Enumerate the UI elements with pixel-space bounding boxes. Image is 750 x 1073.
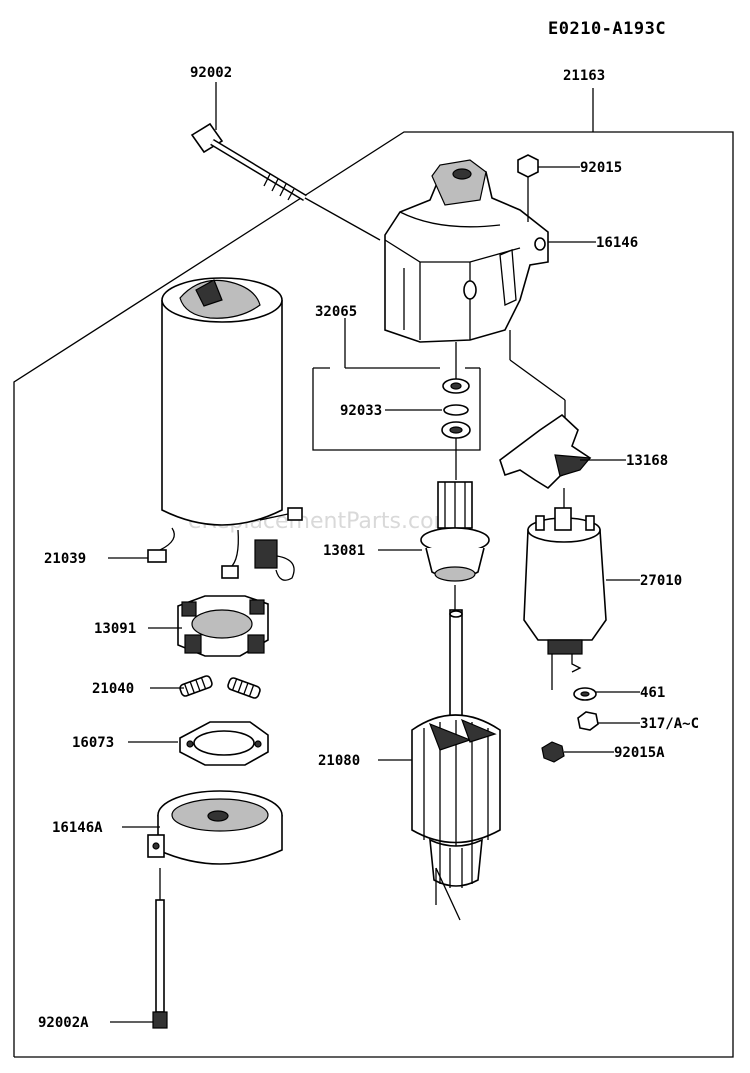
housing-16146-drawing xyxy=(384,159,549,343)
label-16146A: 16146A xyxy=(52,820,103,836)
label-21040: 21040 xyxy=(92,681,134,697)
label-13091: 13091 xyxy=(94,621,136,637)
label-21080: 21080 xyxy=(318,753,360,769)
bolt-92002A-drawing xyxy=(152,899,168,1029)
armature-21080-drawing xyxy=(411,585,501,921)
diagram-code: E0210-A193C xyxy=(548,19,666,39)
brush-holder-13091-drawing xyxy=(177,595,269,657)
plate-16073-drawing xyxy=(179,721,269,766)
label-92033: 92033 xyxy=(340,403,382,419)
label-21163: 21163 xyxy=(563,68,605,84)
label-13168: 13168 xyxy=(626,453,668,469)
label-92015A: 92015A xyxy=(614,745,665,761)
washer-461-drawing xyxy=(573,687,597,701)
label-92002A: 92002A xyxy=(38,1015,89,1031)
yoke-21039-drawing xyxy=(147,277,303,581)
label-21039: 21039 xyxy=(44,551,86,567)
label-16073: 16073 xyxy=(72,735,114,751)
label-16146: 16146 xyxy=(596,235,638,251)
bolt-92002-drawing xyxy=(190,122,381,241)
label-92002: 92002 xyxy=(190,65,232,81)
kit-32065-bracket xyxy=(312,318,481,451)
label-13081: 13081 xyxy=(323,543,365,559)
nut-317-drawing xyxy=(577,711,599,731)
solenoid-27010-drawing xyxy=(523,507,607,690)
leader-lines xyxy=(108,82,640,1023)
washers-92033-drawing xyxy=(441,342,471,480)
assembly-boundary xyxy=(13,88,734,1058)
lever-13168-drawing xyxy=(499,330,592,508)
label-92015: 92015 xyxy=(580,160,622,176)
nut-92015-drawing xyxy=(517,154,539,222)
label-32065: 32065 xyxy=(315,304,357,320)
nut-92015A-drawing xyxy=(541,741,565,763)
part-labels: 92002 21163 92015 16146 32065 92033 1316… xyxy=(38,65,699,1031)
label-317: 317/A~C xyxy=(640,716,699,732)
cover-16146A-drawing xyxy=(147,790,283,900)
label-461: 461 xyxy=(640,685,665,701)
pinion-13081-drawing xyxy=(420,481,490,582)
springs-21040-drawing xyxy=(179,675,261,699)
label-27010: 27010 xyxy=(640,573,682,589)
